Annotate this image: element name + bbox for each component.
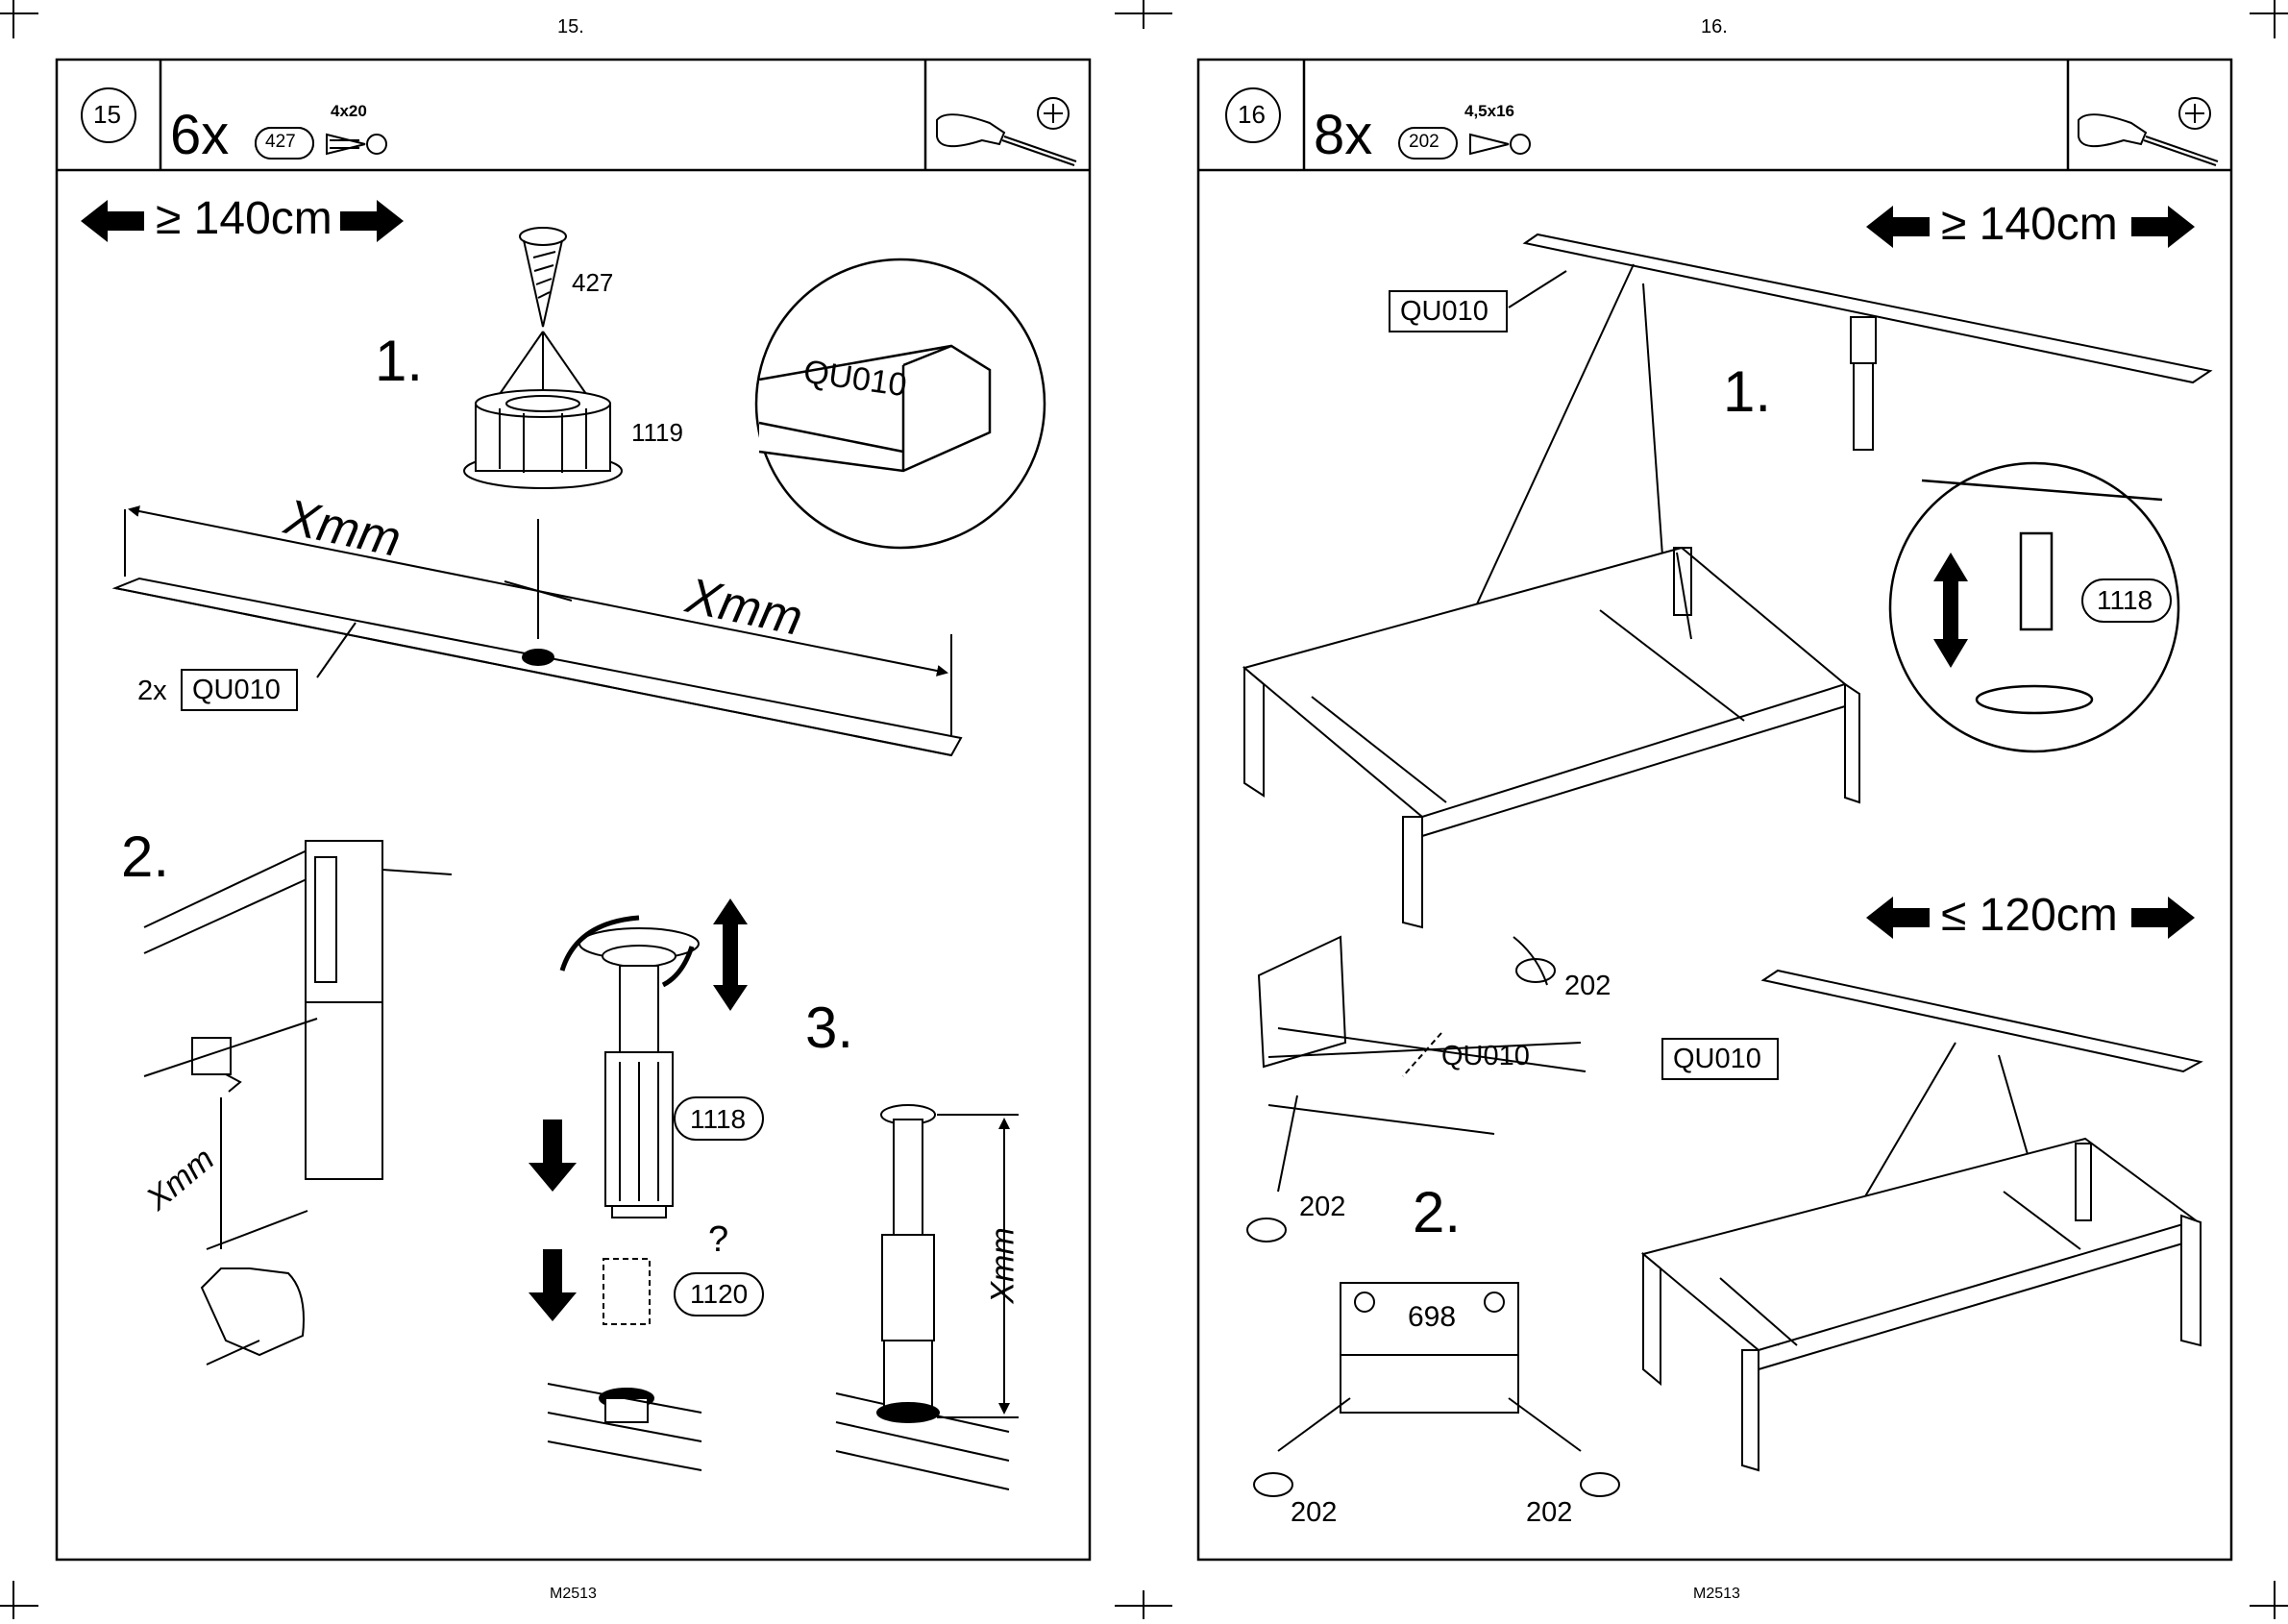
bed-corner-drawing — [144, 841, 452, 1365]
screw-label: 202 — [1526, 1499, 1572, 1527]
rail-quantity-label: 2x — [137, 677, 167, 705]
optional-part-label: 1120 — [690, 1281, 748, 1308]
adjustable-foot-drawing — [579, 928, 699, 1422]
sub-step-label: 2. — [1413, 1184, 1461, 1242]
question-mark: ? — [708, 1221, 728, 1258]
rail-top-label: QU010 — [1400, 298, 1488, 326]
measure-height-label: Xmm — [987, 1227, 1020, 1303]
screw-label: 202 — [1564, 972, 1611, 1000]
rail-detail-label: QU010 — [1441, 1043, 1530, 1070]
step-number: 15 — [93, 102, 121, 127]
installed-foot-drawing — [877, 1105, 939, 1422]
rail-label: QU010 — [192, 677, 281, 704]
phillips-head-icon — [2179, 98, 2210, 129]
screw-part-label: 427 — [572, 270, 613, 295]
foot-base-1119-drawing — [464, 390, 622, 488]
hardware-part-number: 202 — [1409, 133, 1439, 151]
step-number: 16 — [1238, 102, 1266, 127]
detail-circle-rail — [756, 259, 1045, 548]
bracket-detail-drawing — [1259, 937, 1586, 1192]
hardware-count: 6x — [170, 108, 229, 163]
bed-frame-top-drawing — [1244, 548, 1859, 927]
screwdriver-icon — [2079, 114, 2218, 165]
dimension-banner-top: ≥ 140cm — [1941, 202, 2118, 248]
hardware-part-number: 427 — [265, 133, 296, 151]
screwdriver-icon — [937, 114, 1076, 165]
rail-drawing — [115, 509, 961, 755]
down-arrows — [529, 1120, 577, 1321]
footer-code: M2513 — [550, 1587, 597, 1602]
foot-part-label: 1118 — [690, 1106, 746, 1133]
dimension-banner-bottom: ≤ 120cm — [1941, 893, 2118, 939]
sub-step-label: 1. — [375, 332, 423, 390]
hardware-size: 4x20 — [331, 103, 367, 119]
screw-label: 202 — [1299, 1193, 1345, 1221]
screw-icon — [1470, 135, 1530, 154]
vertical-adjust-arrow — [713, 898, 748, 1011]
page-number: 15. — [557, 17, 584, 37]
page-number: 16. — [1701, 17, 1728, 37]
sub-step-label: 1. — [1723, 363, 1771, 421]
footer-code: M2513 — [1693, 1587, 1740, 1602]
foot-part-label: 1118 — [2097, 587, 2153, 614]
bracket-part-label: 698 — [1408, 1303, 1456, 1332]
screw-label: 202 — [1291, 1499, 1337, 1527]
sub-step-label: 3. — [805, 999, 853, 1057]
hardware-count: 8x — [1314, 108, 1372, 163]
rail-bottom-label: QU010 — [1673, 1046, 1761, 1073]
hardware-size: 4,5x16 — [1464, 103, 1514, 119]
screw-427-drawing — [500, 228, 586, 404]
phillips-head-icon — [1038, 98, 1069, 129]
dimension-banner: ≥ 140cm — [156, 196, 332, 242]
sub-step-label: 2. — [121, 828, 169, 886]
foot-base-part-label: 1119 — [631, 420, 683, 445]
